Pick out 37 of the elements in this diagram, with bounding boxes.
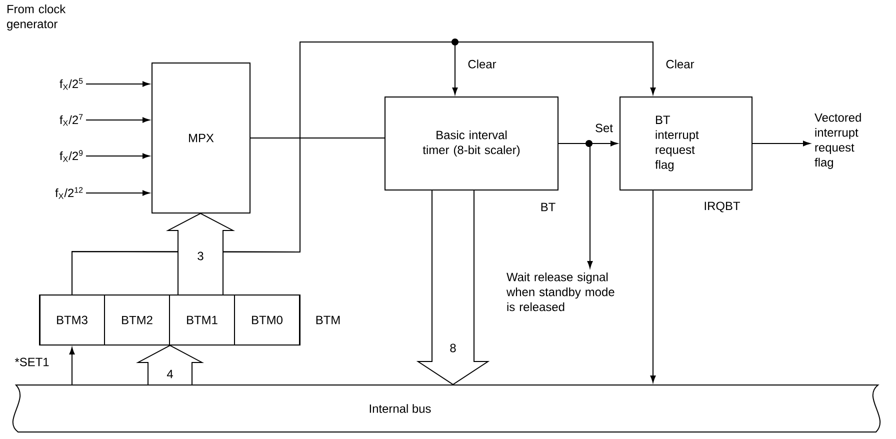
arrow — [86, 190, 150, 196]
register-label: BTM — [316, 316, 340, 324]
bus-arrow — [416, 190, 490, 386]
edge-label: 8 — [448, 342, 458, 354]
arrow — [72, 42, 656, 295]
arrow — [752, 140, 810, 146]
bus-arrow — [136, 344, 204, 385]
register-cell: BTM3 — [39, 294, 105, 346]
register-cell: BTM0 — [234, 294, 300, 346]
flag-box: BT interrupt request flag — [620, 96, 752, 190]
block-label: IRQBT — [704, 202, 740, 212]
edge-label: Clear — [466, 58, 498, 70]
arrow — [69, 347, 75, 385]
caption-text: From clock generator — [7, 4, 66, 31]
bus-arrow — [166, 212, 236, 295]
block-label: BT — [541, 202, 556, 212]
register-cell: BTM1 — [169, 294, 235, 346]
register-cell: BTM2 — [104, 294, 170, 346]
arrow — [558, 140, 618, 146]
multiplexer-box: MPX — [152, 62, 250, 214]
signal-label: f$_{X}$/2$^{7}$ — [60, 114, 83, 126]
signal-label: f$_{X}$/2$^{12}$ — [55, 187, 83, 199]
bus-band: Internal bus — [12, 384, 880, 432]
arrow — [86, 117, 150, 123]
arrow — [86, 81, 150, 87]
edge-label: Set — [594, 122, 614, 134]
signal-label: Wait release signal when standby mode is released — [506, 272, 614, 312]
arrow — [86, 153, 150, 159]
timer-box: Basic interval timer (8-bit scaler) — [384, 96, 558, 190]
edge-label: 4 — [166, 368, 174, 380]
edge-label: *SET1 — [14, 356, 50, 368]
edge-label: Clear — [664, 58, 696, 70]
signal-label: f$_{X}$/2$^{9}$ — [60, 150, 83, 162]
arrow — [650, 190, 656, 383]
edge-label: 3 — [196, 250, 205, 262]
output-label: Vectored interrupt request flag — [814, 113, 861, 169]
signal-label: f$_{X}$/2$^{5}$ — [60, 78, 83, 90]
